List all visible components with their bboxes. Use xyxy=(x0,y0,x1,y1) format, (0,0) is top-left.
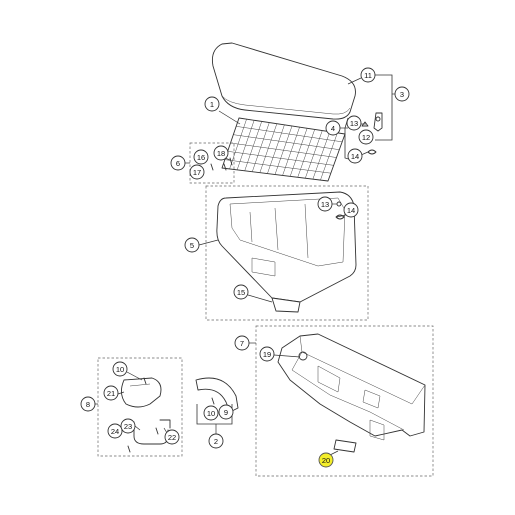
callout-8: 8 xyxy=(80,396,96,412)
callout-9: 9 xyxy=(218,404,234,420)
callout-label: 13 xyxy=(321,200,329,209)
callout-11: 11 xyxy=(360,67,376,83)
callout-5: 5 xyxy=(184,237,200,253)
callout-label: 5 xyxy=(190,241,194,250)
callout-label: 1 xyxy=(210,100,214,109)
deflector xyxy=(121,377,162,408)
callout-label: 24 xyxy=(111,427,119,436)
plate-20 xyxy=(333,439,357,453)
callout-label: 17 xyxy=(193,168,201,177)
screw-10b xyxy=(211,397,215,405)
callouts: 1234567891010111213131414151617181920212… xyxy=(80,67,410,468)
callout-10: 10 xyxy=(203,405,219,421)
callout-16: 16 xyxy=(193,149,209,165)
callout-label: 3 xyxy=(400,90,404,99)
callout-22: 22 xyxy=(164,429,180,445)
callout-label: 14 xyxy=(347,206,355,215)
seat-cushion xyxy=(211,42,356,120)
callout-4: 4 xyxy=(325,120,341,136)
callout-label: 2 xyxy=(214,437,218,446)
callout-1: 1 xyxy=(204,96,220,112)
callout-21: 21 xyxy=(103,385,119,401)
callout-label: 9 xyxy=(224,408,228,417)
callout-label: 22 xyxy=(168,433,176,442)
frame xyxy=(277,333,426,441)
callout-label: 18 xyxy=(217,149,225,158)
callout-label: 23 xyxy=(124,422,132,431)
screws-8 xyxy=(127,377,159,453)
callout-label: 4 xyxy=(331,124,335,133)
callout-label: 16 xyxy=(197,153,205,162)
callout-10: 10 xyxy=(112,361,128,377)
callout-19: 19 xyxy=(259,346,275,362)
callout-14: 14 xyxy=(347,148,363,164)
hopper xyxy=(216,191,357,313)
callout-label: 10 xyxy=(116,365,124,374)
callout-6: 6 xyxy=(170,155,186,171)
callout-18: 18 xyxy=(213,145,229,161)
callout-label: 7 xyxy=(240,339,244,348)
callout-23: 23 xyxy=(120,418,136,434)
grate xyxy=(221,117,346,182)
group-box-7 xyxy=(255,325,434,477)
callout-label: 19 xyxy=(263,350,271,359)
callout-3: 3 xyxy=(394,86,410,102)
callout-15: 15 xyxy=(233,284,249,300)
group-box-5 xyxy=(205,185,369,321)
callout-label: 8 xyxy=(86,400,90,409)
callout-label: 6 xyxy=(176,159,180,168)
callout-label: 12 xyxy=(362,133,370,142)
callout-7: 7 xyxy=(234,335,250,351)
screws-6 xyxy=(210,157,233,171)
callout-label: 21 xyxy=(107,389,115,398)
callout-label: 10 xyxy=(207,409,215,418)
group-box-8 xyxy=(97,357,183,457)
callout-24: 24 xyxy=(107,423,123,439)
callout-13: 13 xyxy=(317,196,333,212)
handle xyxy=(133,419,171,445)
callout-17: 17 xyxy=(189,164,205,180)
callout-2: 2 xyxy=(208,433,224,449)
callout-label: 13 xyxy=(350,119,358,128)
callout-label: 15 xyxy=(237,288,245,297)
callout-20: 20 xyxy=(318,452,334,468)
seat-hardware xyxy=(361,112,383,155)
group-box-6 xyxy=(189,142,235,184)
callout-label: 14 xyxy=(351,152,359,161)
callout-13: 13 xyxy=(346,115,362,131)
callout-14: 14 xyxy=(343,202,359,218)
callout-12: 12 xyxy=(358,129,374,145)
callout-label: 20 xyxy=(322,456,330,465)
callout-label: 11 xyxy=(364,71,372,80)
